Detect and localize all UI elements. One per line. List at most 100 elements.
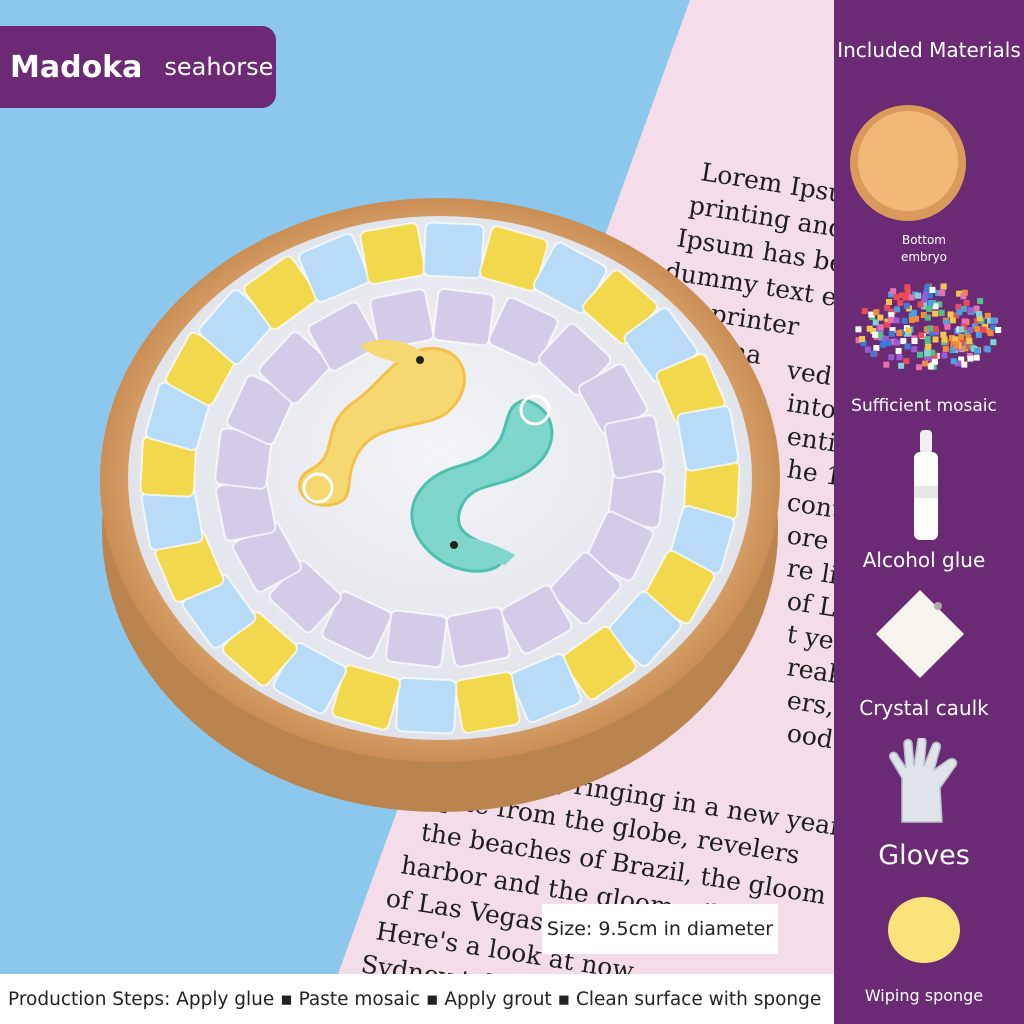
mosaic-chip	[949, 317, 956, 324]
mosaic-tile	[243, 255, 319, 331]
mosaic-chip	[913, 315, 920, 322]
mosaic-chip	[952, 336, 959, 343]
mosaic-chip	[911, 346, 918, 353]
mosaic-chip	[923, 290, 930, 297]
mosaic-tile	[395, 676, 458, 735]
mosaic-chip	[966, 337, 973, 344]
mosaic-tile	[453, 671, 521, 734]
mosaic-chip	[904, 284, 911, 291]
mosaic-chip	[878, 334, 885, 341]
mosaic-chip	[900, 338, 907, 345]
mosaic-chip	[859, 336, 866, 343]
material-label-gloves: Gloves	[878, 840, 970, 871]
mosaic-chip	[958, 356, 965, 363]
mosaic-chip	[866, 325, 873, 332]
mosaic-chip	[924, 350, 931, 357]
mosaic-chip	[926, 292, 933, 299]
mosaic-chip	[973, 354, 980, 361]
mosaic-chip	[897, 299, 904, 306]
mosaic-chip	[896, 330, 903, 337]
mosaic-chip	[896, 354, 903, 361]
mosaic-chip	[887, 316, 894, 323]
mosaic-tile	[359, 222, 427, 285]
mosaic-chip	[940, 283, 947, 290]
mosaic-chip	[889, 308, 896, 315]
mosaic-chip	[898, 292, 905, 299]
product-name: seahorse	[164, 53, 274, 81]
mosaic-chip	[923, 326, 930, 333]
mosaic-chip	[975, 331, 982, 338]
mosaic-chip	[894, 306, 901, 313]
mosaic-chip	[873, 309, 880, 316]
mosaic-chip	[893, 339, 900, 346]
mosaic-chip	[990, 339, 997, 346]
mosaic-chip	[911, 338, 918, 345]
mosaic-chip	[960, 305, 967, 312]
mosaic-chip	[908, 294, 915, 301]
mosaic-tile	[478, 225, 549, 292]
mosaic-chip	[932, 310, 939, 317]
mosaic-chip	[960, 339, 967, 346]
mosaic-chip	[883, 361, 890, 368]
mosaic-chip	[955, 303, 962, 310]
mosaic-tile	[385, 609, 448, 669]
mosaic-chip	[860, 340, 867, 347]
mosaic-chip	[941, 352, 948, 359]
mosaic-chip	[872, 331, 879, 338]
mosaic-chip	[923, 353, 930, 360]
mosaic-tile	[432, 287, 495, 347]
mosaic-chip	[855, 326, 862, 333]
glue-bottle-icon	[914, 430, 938, 540]
title-badge: Madoka seahorse	[0, 26, 276, 108]
mosaic-chip	[950, 358, 957, 365]
mosaic-chip	[924, 284, 931, 291]
mosaic-chip	[932, 303, 939, 310]
sponge-icon	[888, 897, 960, 963]
material-label-caulk: Crystal caulk	[859, 696, 989, 720]
mosaic-chip	[885, 339, 892, 346]
mosaic-tile	[331, 664, 402, 731]
mosaic-chip	[961, 289, 968, 296]
mosaic-chip	[947, 311, 954, 318]
mosaic-chip	[995, 327, 1002, 334]
mosaic-chip	[961, 318, 968, 325]
mosaic-chip	[960, 293, 967, 300]
mosaic-chip	[958, 333, 965, 340]
mosaic-chip	[967, 355, 974, 362]
mosaic-chip	[855, 337, 862, 344]
mosaic-chip	[904, 343, 911, 350]
mosaic-chip	[903, 358, 910, 365]
mosaic-chip	[870, 327, 877, 334]
mosaic-chip	[936, 301, 943, 308]
mosaic-chip	[973, 305, 980, 312]
mosaic-chip	[877, 331, 884, 338]
mosaic-chip	[966, 343, 973, 350]
mosaic-chip	[965, 334, 972, 341]
mosaic-chip	[920, 311, 927, 318]
mosaic-chip	[918, 332, 925, 339]
mosaic-chip	[984, 346, 991, 353]
mosaic-chip	[877, 324, 884, 331]
mosaic-chip	[942, 346, 949, 353]
mosaic-coaster	[100, 198, 780, 812]
mosaic-tile	[321, 590, 392, 660]
mosaic-chip	[967, 306, 974, 313]
mosaic-chip	[932, 325, 939, 332]
glove-icon	[888, 738, 958, 823]
mosaic-chip	[980, 326, 987, 333]
mosaic-chip	[884, 318, 891, 325]
mosaic-chip	[933, 329, 940, 336]
mosaic-tile	[488, 296, 559, 366]
mosaic-chip	[890, 288, 897, 295]
brand-name: Madoka	[10, 49, 143, 85]
mosaic-chip	[949, 347, 956, 354]
material-label-mosaic: Sufficient mosaic	[851, 396, 997, 416]
mosaic-chip	[927, 300, 934, 307]
mosaic-chip	[889, 338, 896, 345]
production-steps-text: Production Steps: Apply glue ▪ Paste mos…	[8, 988, 822, 1010]
mosaic-chip	[921, 300, 928, 307]
mosaic-tile	[603, 414, 665, 480]
mosaic-chip	[925, 343, 932, 350]
mosaic-tile	[422, 221, 485, 280]
